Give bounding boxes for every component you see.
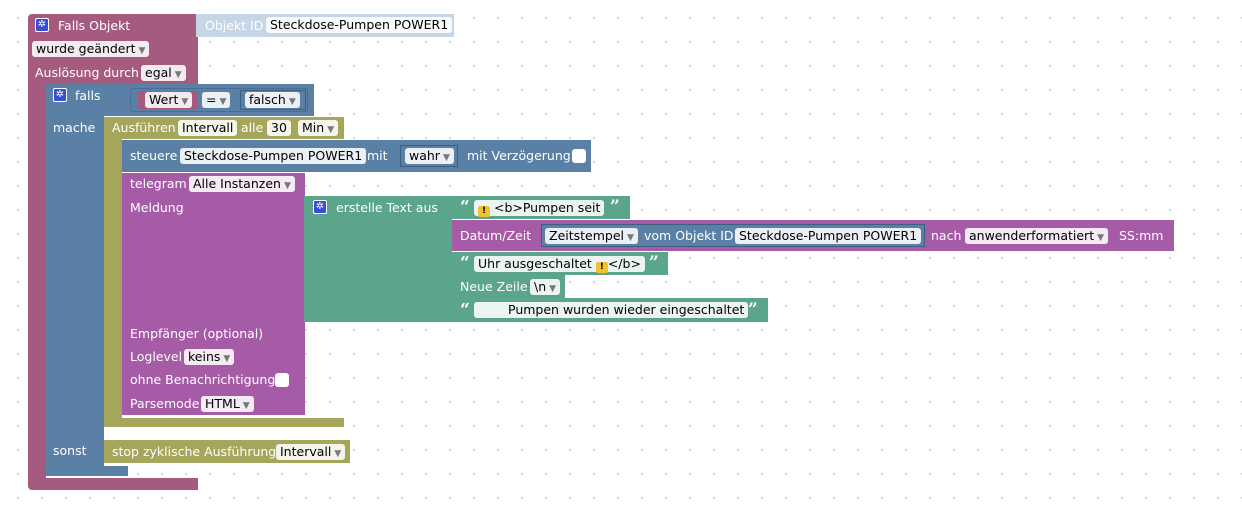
telegram-loglevel-label: Loglevel: [130, 349, 183, 364]
event-block-stem: [28, 80, 46, 484]
telegram-silent-label: ohne Benachrichtigung: [130, 372, 276, 387]
dropdown-arrow-icon: ▼: [223, 354, 231, 364]
interval-block-footer: [104, 418, 344, 427]
dropdown-arrow-icon: ▼: [334, 449, 342, 459]
if-block-stem: [46, 84, 104, 476]
if-sonst-label: sonst: [53, 443, 87, 458]
warning-icon: !: [595, 262, 608, 273]
control-delay-label: mit Verzögerung: [467, 148, 571, 163]
dropdown-arrow-icon: ▼: [1097, 233, 1105, 243]
close-quote-icon: ”: [748, 300, 758, 320]
telegram-recipient-label: Empfänger (optional): [130, 326, 264, 341]
interval-block-stem: [104, 117, 122, 427]
interval-mode-field[interactable]: Intervall: [178, 120, 238, 136]
if-falls-label: falls: [75, 88, 101, 103]
telegram-message-label: Meldung: [130, 200, 184, 215]
dropdown-arrow-icon: ▼: [174, 70, 182, 80]
close-quote-icon: ”: [610, 197, 620, 217]
telegram-silent-checkbox[interactable]: [275, 373, 289, 387]
text-item-3-field[interactable]: Pumpen wurden wieder eingeschaltet: [474, 302, 749, 318]
dropdown-arrow-icon: ▼: [138, 46, 146, 56]
datetime-label: Datum/Zeit: [460, 228, 532, 243]
event-block-footer: [28, 478, 198, 490]
interval-label: Ausführen: [112, 120, 176, 135]
trigger-by-label: Auslösung durch: [35, 65, 139, 80]
if-mache-label: mache: [53, 120, 96, 135]
close-quote-icon: ”: [649, 253, 659, 273]
newline-dropdown[interactable]: \n▼: [530, 279, 561, 295]
date-object-field[interactable]: Steckdose-Pumpen POWER1: [735, 228, 922, 244]
gear-icon[interactable]: ✲: [53, 88, 67, 102]
event-title: Falls Objekt: [58, 18, 131, 33]
stop-interval-dropdown[interactable]: Intervall▼: [276, 444, 346, 460]
dropdown-arrow-icon: ▼: [242, 401, 250, 411]
telegram-instance-dropdown[interactable]: Alle Instanzen▼: [189, 176, 295, 192]
gear-icon[interactable]: ✲: [313, 200, 327, 214]
control-with-label: mit: [367, 148, 388, 163]
gear-icon[interactable]: ✲: [35, 18, 49, 32]
boolean-dropdown[interactable]: falsch▼: [245, 92, 300, 108]
control-target-field[interactable]: Steckdose-Pumpen POWER1: [180, 148, 367, 164]
text-item-2-field[interactable]: Uhr ausgeschaltet !</b>: [474, 256, 645, 273]
value-dropdown[interactable]: Wert▼: [145, 92, 193, 108]
control-label: steuere: [130, 148, 178, 163]
telegram-label: telegram: [130, 176, 187, 191]
open-quote-icon: “: [460, 300, 470, 320]
open-quote-icon: “: [460, 197, 470, 217]
control-delay-checkbox[interactable]: [572, 149, 586, 163]
text-join-label: erstelle Text aus: [336, 200, 438, 215]
dropdown-arrow-icon: ▼: [283, 181, 291, 191]
object-id-label: Objekt ID: [205, 18, 264, 33]
dropdown-arrow-icon: ▼: [327, 125, 335, 135]
if-block-footer: [46, 466, 128, 476]
after-label: nach: [931, 228, 962, 243]
telegram-block[interactable]: [122, 173, 305, 415]
dropdown-arrow-icon: ▼: [288, 97, 296, 107]
stop-interval-label: stop zyklische Ausführung: [112, 444, 277, 459]
interval-amount-field[interactable]: 30: [267, 120, 291, 136]
timestamp-dropdown[interactable]: Zeitstempel▼: [545, 228, 638, 244]
dropdown-arrow-icon: ▼: [219, 97, 227, 107]
object-id-field[interactable]: Steckdose-Pumpen POWER1: [266, 17, 453, 33]
trigger-change-dropdown[interactable]: wurde geändert▼: [32, 41, 150, 57]
dropdown-arrow-icon: ▼: [181, 97, 189, 107]
from-object-label: vom Objekt ID: [644, 228, 734, 243]
warning-icon: !: [478, 206, 490, 217]
newline-label: Neue Zeile: [460, 279, 528, 294]
text-join-block[interactable]: [304, 196, 452, 322]
telegram-parsemode-dropdown[interactable]: HTML▼: [201, 396, 254, 412]
telegram-loglevel-dropdown[interactable]: keins▼: [184, 349, 235, 365]
format-dropdown[interactable]: anwenderformatiert▼: [965, 228, 1109, 244]
format-value-field[interactable]: SS:mm: [1115, 228, 1168, 244]
dropdown-arrow-icon: ▼: [549, 284, 557, 294]
open-quote-icon: “: [460, 253, 470, 273]
text-item-1-field[interactable]: ! <b>Pumpen seit: [474, 200, 605, 217]
control-value-dropdown[interactable]: wahr▼: [405, 148, 454, 164]
interval-unit-dropdown[interactable]: Min▼: [298, 120, 339, 136]
interval-every-label: alle: [241, 120, 264, 135]
dropdown-arrow-icon: ▼: [627, 233, 634, 243]
telegram-parsemode-label: Parsemode: [130, 396, 200, 411]
trigger-by-dropdown[interactable]: egal▼: [141, 65, 186, 81]
dropdown-arrow-icon: ▼: [442, 153, 450, 163]
operator-dropdown[interactable]: =▼: [202, 92, 231, 108]
